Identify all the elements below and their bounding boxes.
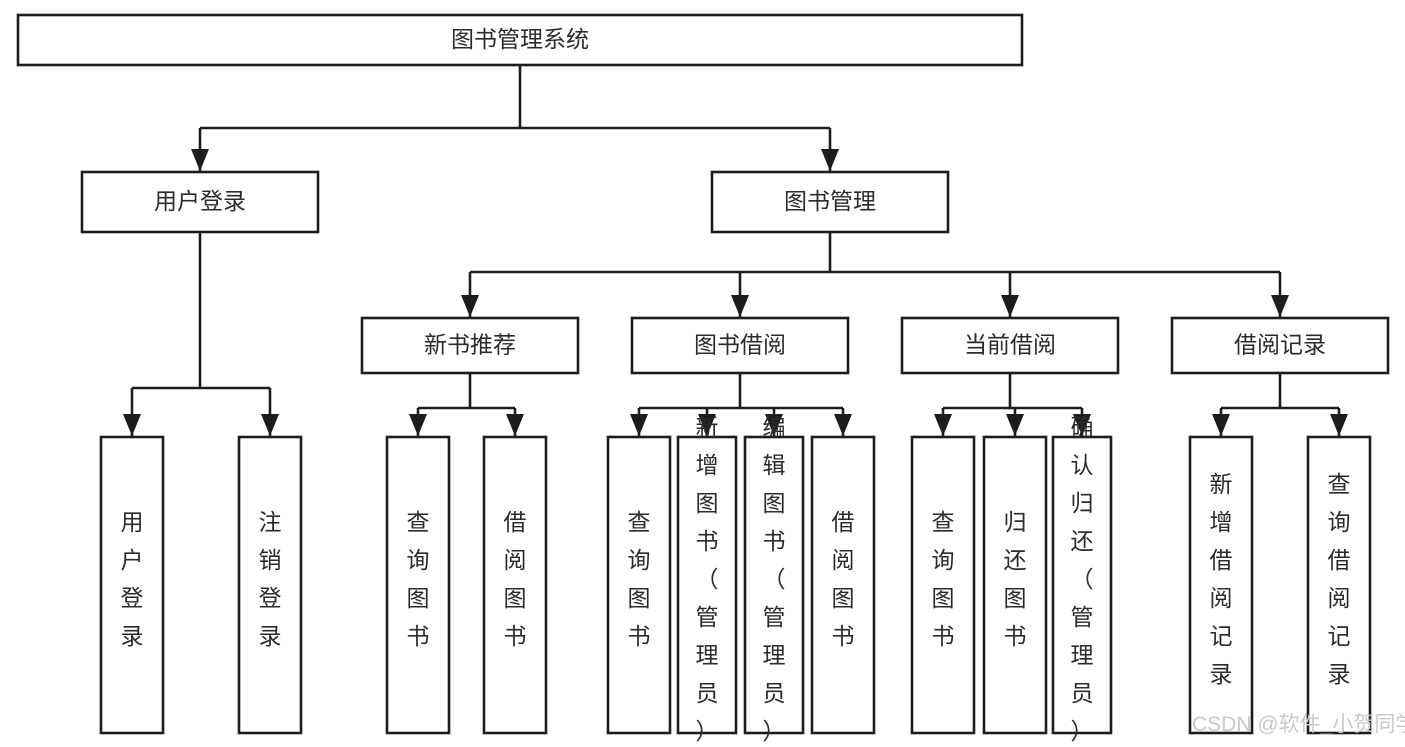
node-label-leaf-confirm-return-admin: 确认归还（管理员） [1071,414,1094,744]
edge-arrowhead [123,414,141,436]
node-label-leaf-borrow-book: 借阅图书 [832,509,855,649]
node-box-leaf-edit-book-admin [743,435,805,735]
edge-arrowhead [461,295,479,317]
node-label-leaf-query-book-recommend: 查询图书 [407,509,430,649]
node-leaf-query-borrow-record[interactable]: 查询借阅记录 [1306,435,1372,735]
node-label-current-borrow: 当前借阅 [964,332,1056,358]
node-label-leaf-borrow-book-recommend: 借阅图书 [504,509,527,649]
node-label-borrow-record: 借阅记录 [1234,332,1326,358]
node-label-leaf-user-login: 用户登录 [121,509,144,649]
node-box-leaf-query-book-current [910,435,976,735]
node-label-leaf-logout-login: 注销登录 [259,509,282,649]
edge-arrowhead [834,414,852,436]
node-leaf-query-book-borrow[interactable]: 查询图书 [606,435,672,735]
edges-layer [123,65,1348,436]
node-label-leaf-add-book-admin: 新增图书（管理员） [696,414,719,744]
node-label-user-login: 用户登录 [154,188,246,214]
node-box-current-borrow [900,316,1120,375]
edge-arrowhead [630,414,648,436]
edge-arrowhead [1271,295,1289,317]
node-label-leaf-return-book: 归还图书 [1004,509,1027,649]
node-label-leaf-edit-book-admin: 编辑图书（管理员） [763,414,786,744]
node-box-book-borrow [630,316,850,375]
node-leaf-add-book-admin[interactable]: 新增图书（管理员） [676,414,738,744]
node-leaf-add-borrow-record[interactable]: 新增借阅记录 [1188,435,1254,735]
node-leaf-borrow-book-recommend[interactable]: 借阅图书 [482,435,548,735]
node-box-leaf-query-book-borrow [606,435,672,735]
node-box-book-manage [710,170,950,234]
node-label-book-borrow: 图书借阅 [694,332,786,358]
edge-arrowhead [698,414,716,436]
node-label-book-manage: 图书管理 [784,188,876,214]
node-box-new-book-recommend [360,316,580,375]
node-leaf-query-book-current[interactable]: 查询图书 [910,435,976,735]
node-box-leaf-logout-login [237,435,303,735]
edge-arrowhead [1001,295,1019,317]
node-box-user-login [80,170,320,234]
node-box-leaf-return-book [982,435,1048,735]
node-box-leaf-user-login [99,435,165,735]
node-box-leaf-add-borrow-record [1188,435,1254,735]
node-book-borrow[interactable]: 图书借阅 [630,316,850,375]
csdn-watermark: CSDN @软件_小贺同学 [1192,713,1405,736]
node-borrow-record[interactable]: 借阅记录 [1170,316,1390,375]
edge-arrowhead [261,414,279,436]
node-book-manage[interactable]: 图书管理 [710,170,950,234]
node-leaf-logout-login[interactable]: 注销登录 [237,435,303,735]
edge-arrowhead [191,149,209,171]
node-root[interactable]: 图书管理系统 [16,13,1024,67]
edge-arrowhead [409,414,427,436]
node-label-leaf-add-borrow-record: 新增借阅记录 [1210,471,1233,687]
node-user-login[interactable]: 用户登录 [80,170,320,234]
node-label-root: 图书管理系统 [451,26,589,52]
node-label-leaf-query-book-current: 查询图书 [932,509,955,649]
node-leaf-query-book-recommend[interactable]: 查询图书 [385,435,451,735]
node-label-leaf-query-borrow-record: 查询借阅记录 [1328,471,1351,687]
node-box-root [16,13,1024,67]
edge-arrowhead [506,414,524,436]
node-current-borrow[interactable]: 当前借阅 [900,316,1120,375]
node-box-leaf-borrow-book-recommend [482,435,548,735]
node-label-leaf-query-book-borrow: 查询图书 [628,509,651,649]
edge-arrowhead [1006,414,1024,436]
edge-arrowhead [1330,414,1348,436]
node-leaf-confirm-return-admin[interactable]: 确认归还（管理员） [1051,414,1113,744]
node-box-leaf-query-book-recommend [385,435,451,735]
node-leaf-user-login[interactable]: 用户登录 [99,435,165,735]
node-box-leaf-add-book-admin [676,435,738,735]
node-box-leaf-confirm-return-admin [1051,435,1113,735]
node-box-leaf-borrow-book [810,435,876,735]
node-leaf-borrow-book[interactable]: 借阅图书 [810,435,876,735]
node-box-leaf-query-borrow-record [1306,435,1372,735]
node-leaf-return-book[interactable]: 归还图书 [982,435,1048,735]
node-leaf-edit-book-admin[interactable]: 编辑图书（管理员） [743,414,805,744]
nodes-layer: 图书管理系统用户登录图书管理新书推荐图书借阅当前借阅借阅记录用户登录注销登录查询… [16,13,1390,744]
node-box-borrow-record [1170,316,1390,375]
edge-arrowhead [731,295,749,317]
edge-arrowhead [765,414,783,436]
node-new-book-recommend[interactable]: 新书推荐 [360,316,580,375]
edge-arrowhead [934,414,952,436]
node-label-new-book-recommend: 新书推荐 [424,332,516,358]
edge-arrowhead [1212,414,1230,436]
edge-arrowhead [1073,414,1091,436]
edge-arrowhead [821,149,839,171]
